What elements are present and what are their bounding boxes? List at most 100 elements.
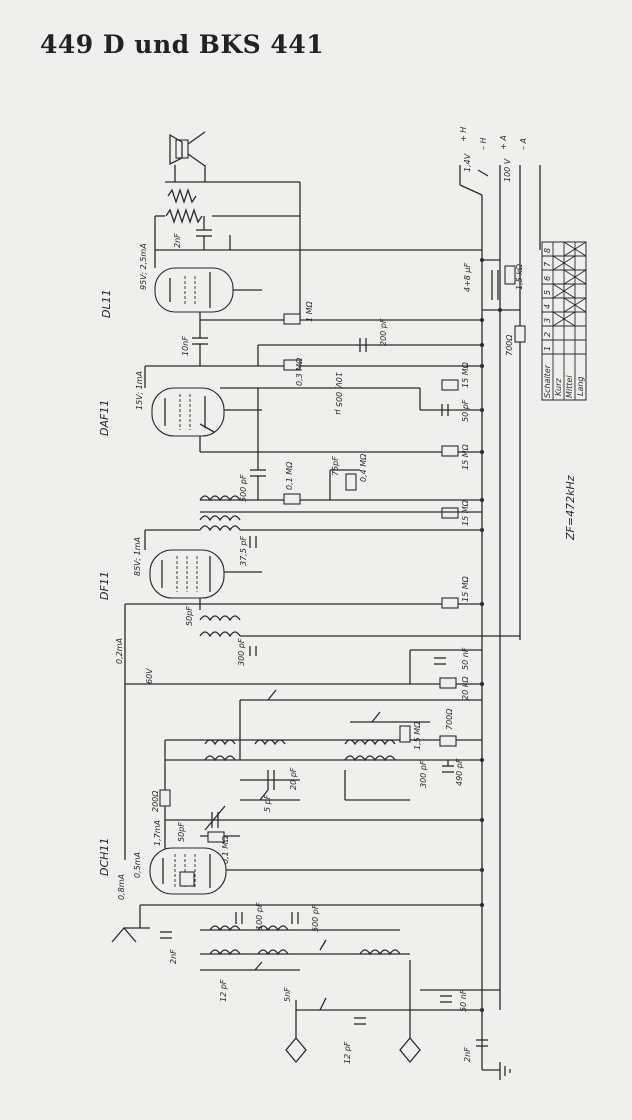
label-r-15m-b: 15 MΩ xyxy=(461,443,470,470)
label-c-50pf-a: 50 pF xyxy=(461,399,470,422)
tube-label-dl11: DL11 xyxy=(100,289,113,318)
label-c-50nf: 50 nF xyxy=(461,647,470,670)
tube-dl11 xyxy=(154,235,482,320)
table-header-5: 5 xyxy=(543,290,552,295)
page-title: 449 D und BKS 441 xyxy=(40,30,325,59)
label-r-01m-b: 0,1 MΩ xyxy=(221,835,230,864)
label-r-20k: 20 kΩ xyxy=(461,676,470,700)
resistor-200 xyxy=(159,789,171,807)
label-c-2nf-top: 2nF xyxy=(173,233,182,248)
tube-op-df11: 85V; 1mA xyxy=(133,537,142,576)
label-r-03m: 0,3 MΩ xyxy=(295,357,304,386)
resistor-15m-e xyxy=(399,725,411,743)
label-r-1m: 1 MΩ xyxy=(305,300,314,322)
label-c-300pf-a: 300 pF xyxy=(237,638,246,666)
label-v-60: 60V xyxy=(145,668,154,684)
label-plus-h: + H xyxy=(459,127,468,142)
label-r-04m: 0,4 MΩ xyxy=(359,453,368,482)
label-c-12pf-b: 12 pF xyxy=(343,1041,352,1064)
label-r-15k: 1,5 kΩ xyxy=(515,263,524,290)
label-c-48uf: 4+8 µF xyxy=(463,262,472,292)
label-plus-a: + A xyxy=(499,135,508,150)
input-coils xyxy=(200,912,410,971)
label-c-300pf-b: 300 pF xyxy=(419,760,428,788)
tube-label-dch11: DCH11 xyxy=(98,838,111,876)
tube-dch11 xyxy=(149,847,482,895)
label-c-500pf: 500 pF xyxy=(239,474,248,502)
label-r-15m-c: 15 MΩ xyxy=(461,499,470,526)
potentiometer-04m xyxy=(345,473,357,491)
resistor-15m-a xyxy=(441,379,459,391)
resistor-03m xyxy=(283,359,301,371)
label-minus-a: – A xyxy=(519,138,528,150)
tube-label-df11: DF11 xyxy=(98,571,111,600)
tube-daf11 xyxy=(144,365,262,437)
label-c-200pf: 200 pF xyxy=(379,318,388,346)
resistor-15m-d xyxy=(441,597,459,609)
tube-op-daf11: 15V; 1mA xyxy=(135,371,144,410)
table-header-4: 4 xyxy=(543,304,552,309)
label-c-5nf: 5nF xyxy=(283,987,292,1002)
label-c-10nf: 10nF xyxy=(181,336,190,356)
speaker-icon xyxy=(165,131,210,183)
table-row-mittel: Mittel xyxy=(565,375,574,398)
resistor-700-b xyxy=(439,735,457,747)
label-c-2nf-b: 2nF xyxy=(169,949,178,964)
tube-label-daf11: DAF11 xyxy=(98,400,111,436)
tube-op2-dch11: 0,5mA xyxy=(133,852,142,878)
label-c-2nf-c: 2nF xyxy=(463,1047,472,1062)
resistor-15m-b xyxy=(441,445,459,457)
ground-icon xyxy=(481,1055,511,1080)
table-header-6: 6 xyxy=(543,276,552,281)
label-r-01m-a: 0,1 MΩ xyxy=(285,461,294,490)
tube-op1-dch11: 1,7mA xyxy=(153,820,162,846)
switch-table xyxy=(541,241,587,401)
resistor-01m-b xyxy=(207,831,225,843)
label-r-700-b: 700Ω xyxy=(445,708,454,730)
table-header-2: 2 xyxy=(543,332,552,337)
label-r-15m-e: 1,5 MΩ xyxy=(413,721,422,750)
table-row-lang: Lang xyxy=(576,376,585,396)
if-transformer-daf xyxy=(199,495,482,548)
label-c-100pf: 100 pF xyxy=(255,902,264,930)
table-header-1: 1 xyxy=(543,346,552,351)
if-transformer-df xyxy=(199,615,520,656)
label-anode-voltage: 100 V xyxy=(503,158,512,182)
table-header-schalter: Schalter xyxy=(543,364,552,398)
label-r-700-a: 700Ω xyxy=(505,334,514,356)
if-frequency-label: ZF=472kHz xyxy=(564,475,577,541)
supply-rails xyxy=(459,165,541,1055)
resistor-700-a xyxy=(514,325,526,343)
resistor-15m-c xyxy=(441,507,459,519)
output-transformer-icon xyxy=(154,181,301,320)
resistor-15k xyxy=(504,265,516,285)
label-heater-voltage: 1,4V xyxy=(463,153,472,172)
tube-op3-dch11: 0,8mA xyxy=(117,874,126,900)
label-c-500pf-b: 500 pF xyxy=(311,904,320,932)
resistor-01m-a xyxy=(283,493,301,505)
tube-op-dl11: 95V; 2,5mA xyxy=(139,243,148,290)
label-r-15m-d: 15 MΩ xyxy=(461,575,470,602)
label-c-75pf: 75pF xyxy=(331,456,340,476)
table-header-8: 8 xyxy=(543,248,552,253)
label-r-200: 200Ω xyxy=(151,790,160,812)
table-header-3: 3 xyxy=(543,318,552,323)
label-c-50pf-b: 50pF xyxy=(185,606,194,626)
label-c-375pf: 37,5 pF xyxy=(239,536,248,566)
resistor-20k xyxy=(439,677,457,689)
label-minus-h: – H xyxy=(479,137,488,150)
table-row-kurz: Kurz xyxy=(554,378,563,396)
antenna-icon xyxy=(111,904,482,943)
label-c-50pf-c: 50pF xyxy=(177,822,186,842)
table-header-7: 7 xyxy=(543,261,552,267)
osc-coils xyxy=(204,739,396,762)
label-i-02ma: 0,2mA xyxy=(115,638,124,664)
label-c-50nf-b: 50 nF xyxy=(459,989,468,1012)
tube-df11 xyxy=(144,529,262,610)
loop-antenna-left xyxy=(285,1000,307,1064)
resistor-1m xyxy=(283,313,301,325)
loop-antenna-right xyxy=(399,960,421,1064)
label-c-5pf-a: 5 pF xyxy=(263,794,272,812)
label-r-15m-a: 15 MΩ xyxy=(461,361,470,388)
